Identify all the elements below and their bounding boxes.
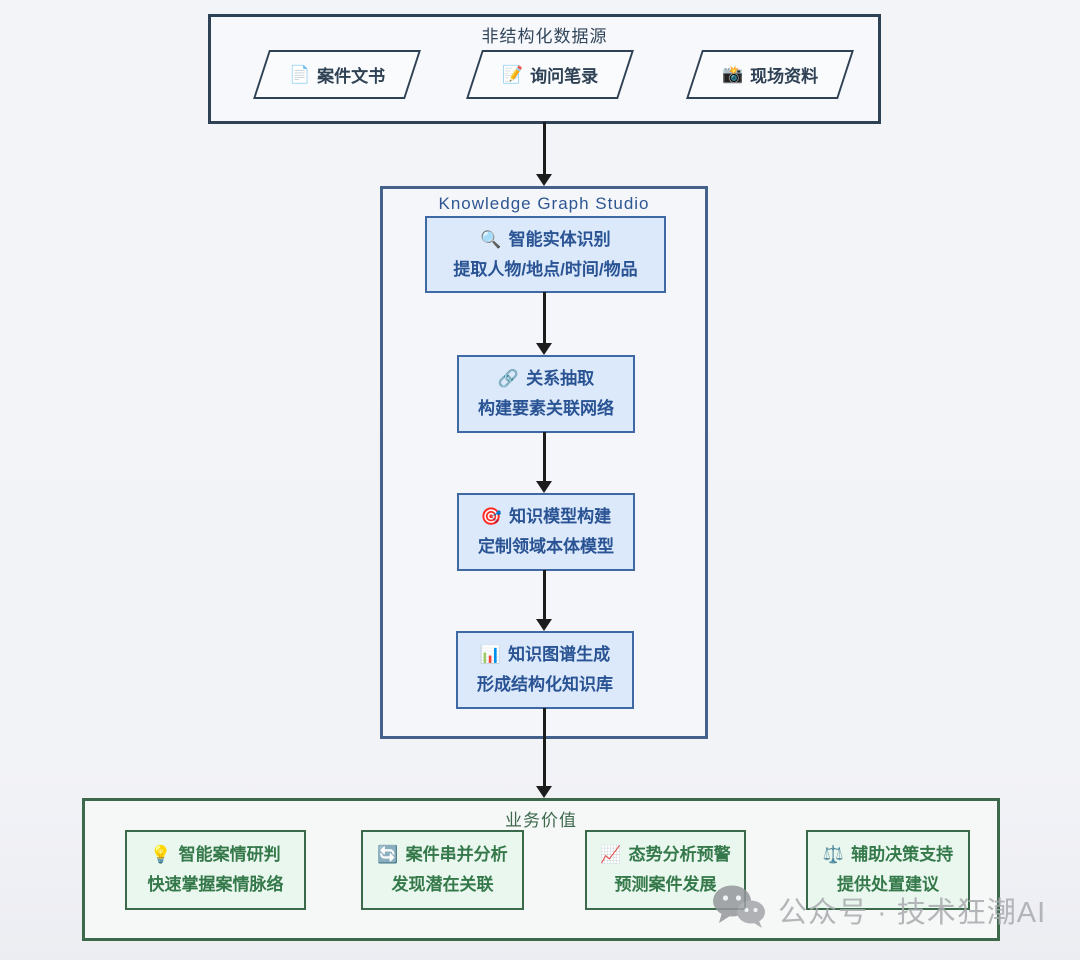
value-title: 案件串并分析 <box>405 845 508 864</box>
watermark-text: 公众号 · 技术狂潮AI <box>778 896 1047 929</box>
camera-icon: 📸 <box>721 64 744 84</box>
source-section: 非结构化数据源 📄 案件文书 📝 询问笔录 📸 现场资料 <box>208 14 881 124</box>
step-subtitle: 定制领域本体模型 <box>478 537 614 556</box>
bulb-icon: 💡 <box>150 845 172 864</box>
step-title: 知识图谱生成 <box>508 645 611 664</box>
node-label: 现场资料 <box>750 67 819 86</box>
wechat-icon <box>712 884 766 935</box>
step-relation-extraction: 🔗 关系抽取 构建要素关联网络 <box>457 355 635 433</box>
target-icon: 🎯 <box>480 507 503 526</box>
value-title: 辅助决策支持 <box>851 845 954 864</box>
value-subtitle: 提供处置建议 <box>837 875 939 894</box>
step-subtitle: 提取人物/地点/时间/物品 <box>453 259 638 279</box>
step-graph-generation: 📊 知识图谱生成 形成结构化知识库 <box>456 631 634 709</box>
node-label: 询问笔录 <box>530 67 599 86</box>
kgs-section-title: Knowledge Graph Studio <box>438 194 650 213</box>
memo-icon: 📝 <box>501 64 524 84</box>
step-knowledge-model: 🎯 知识模型构建 定制领域本体模型 <box>457 493 635 571</box>
value-trend-warning: 📈 态势分析预警 预测案件发展 <box>585 830 746 910</box>
magnifier-icon: 🔍 <box>480 229 502 249</box>
node-case-documents: 📄 案件文书 <box>253 50 421 99</box>
step-title: 知识模型构建 <box>509 507 612 526</box>
chart-up-icon: 📈 <box>600 845 622 864</box>
step-title: 关系抽取 <box>526 369 595 388</box>
value-decision-support: ⚖️ 辅助决策支持 提供处置建议 <box>806 830 970 910</box>
value-subtitle: 发现潜在关联 <box>391 875 494 894</box>
node-interview-records: 📝 询问笔录 <box>466 50 634 99</box>
bar-chart-icon: 📊 <box>479 645 502 664</box>
flow-arrow <box>536 708 552 798</box>
step-title: 智能实体识别 <box>508 229 611 249</box>
flow-arrow <box>536 570 552 631</box>
value-case-analysis: 💡 智能案情研判 快速掌握案情脉络 <box>125 830 306 910</box>
kgs-section: Knowledge Graph Studio 🔍 智能实体识别 提取人物/地点/… <box>380 186 708 739</box>
node-scene-materials: 📸 现场资料 <box>686 50 854 99</box>
step-entity-recognition: 🔍 智能实体识别 提取人物/地点/时间/物品 <box>425 216 666 293</box>
flow-arrow <box>536 122 552 186</box>
value-subtitle: 快速掌握案情脉络 <box>147 875 284 894</box>
link-icon: 🔗 <box>497 369 520 388</box>
step-subtitle: 形成结构化知识库 <box>477 675 613 694</box>
value-title: 态势分析预警 <box>628 845 731 864</box>
step-subtitle: 构建要素关联网络 <box>478 399 614 418</box>
flow-arrow <box>536 292 552 355</box>
source-section-title: 非结构化数据源 <box>481 27 608 46</box>
node-label: 案件文书 <box>317 67 386 86</box>
document-icon: 📄 <box>288 64 311 84</box>
value-section-title: 业务价值 <box>505 811 577 830</box>
scales-icon: ⚖️ <box>822 845 845 864</box>
value-subtitle: 预测案件发展 <box>614 875 717 894</box>
value-case-linking: 🔄 案件串并分析 发现潜在关联 <box>361 830 524 910</box>
flow-arrow <box>536 432 552 493</box>
value-title: 智能案情研判 <box>178 845 281 864</box>
refresh-icon: 🔄 <box>377 845 399 864</box>
watermark: 公众号 · 技术狂潮AI <box>712 884 1046 935</box>
value-section: 业务价值 💡 智能案情研判 快速掌握案情脉络 🔄 案件串并分析 发现潜在关联 📈… <box>82 798 1000 941</box>
